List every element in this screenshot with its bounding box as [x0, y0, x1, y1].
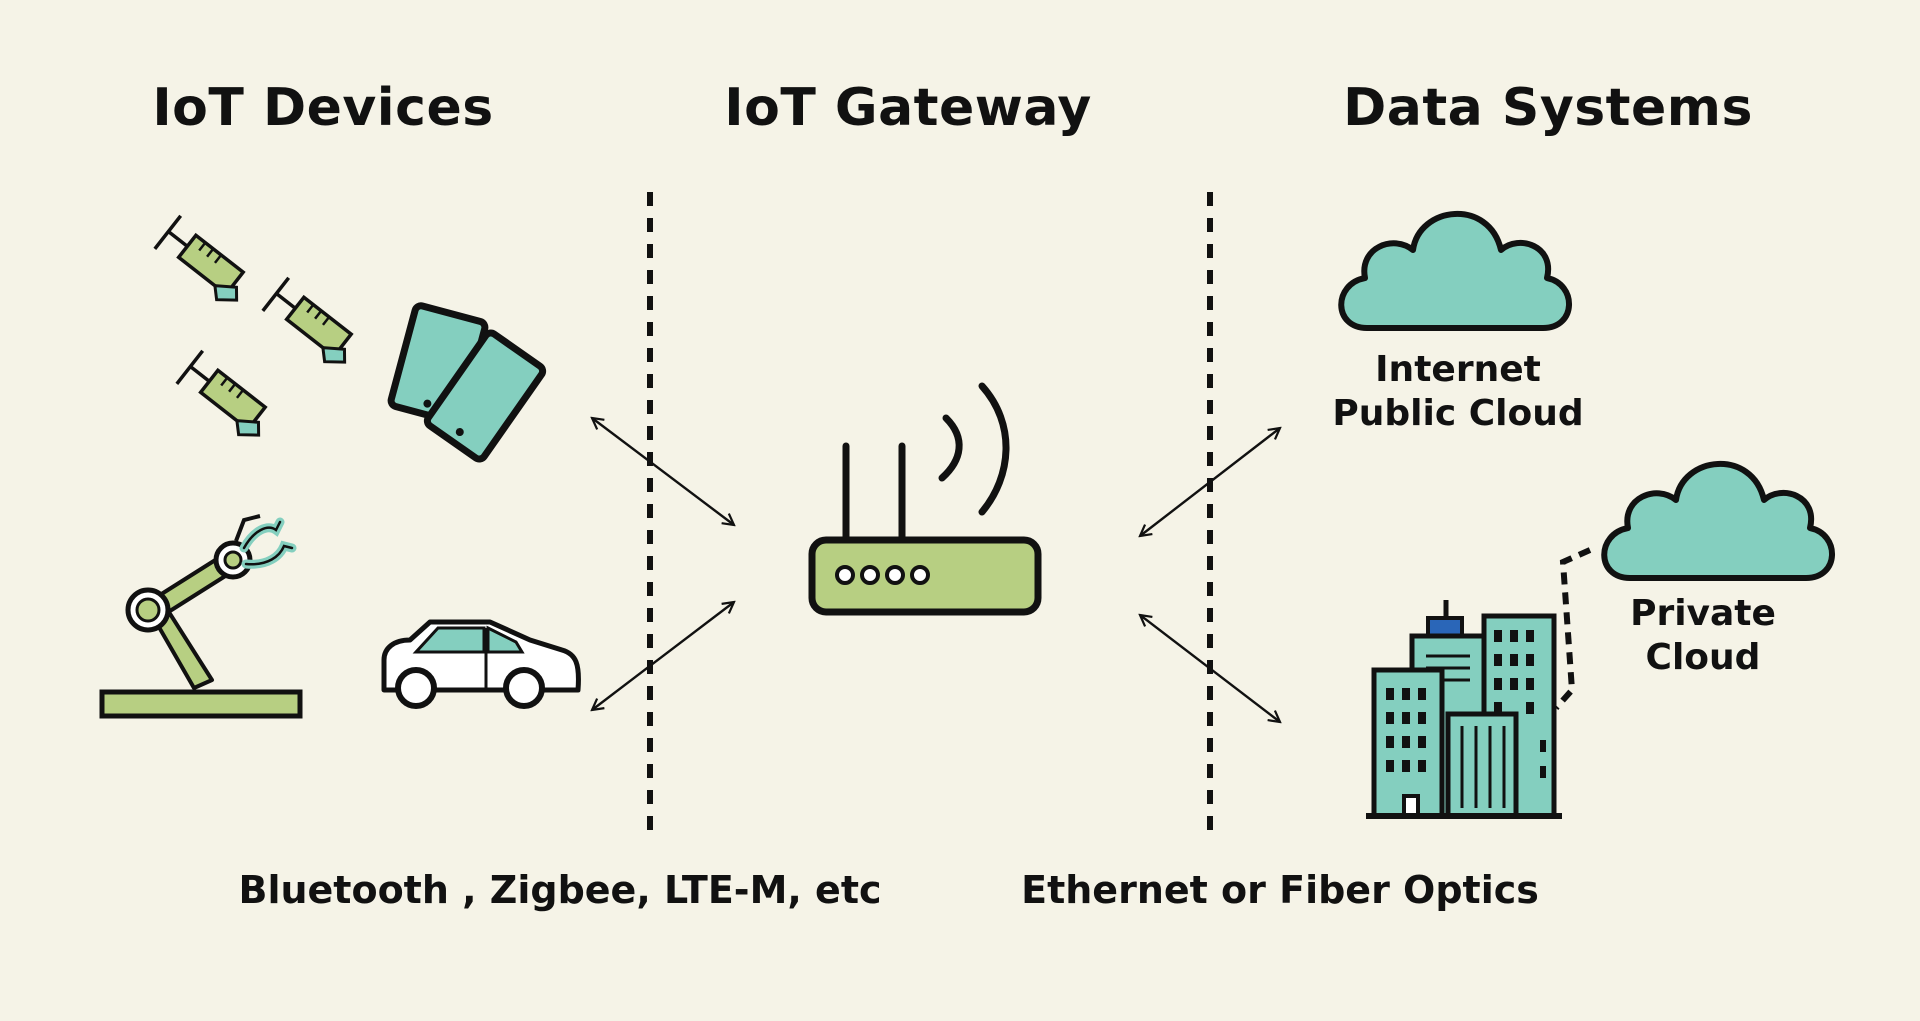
private-cloud-icon [1604, 464, 1832, 578]
private-cloud-label: Private Cloud [1630, 592, 1776, 680]
security-camera-icon [151, 214, 259, 312]
private-cloud-label-line2: Cloud [1645, 637, 1761, 678]
public-cloud-label-line2: Public Cloud [1332, 393, 1584, 434]
smartphone-tablet-icon [387, 302, 547, 463]
heading-iot-devices: IoT Devices [152, 78, 494, 138]
robotic-arm-icon [99, 514, 303, 719]
private-cloud-label-line1: Private [1630, 593, 1776, 634]
heading-data-systems: Data Systems [1343, 78, 1753, 138]
public-cloud-icon [1341, 214, 1569, 328]
backhaul-label: Ethernet or Fiber Optics [1021, 868, 1539, 912]
private-cloud-link [1553, 547, 1592, 710]
heading-iot-gateway: IoT Gateway [724, 78, 1092, 138]
arrow-devices-to-gateway-upper [592, 418, 734, 525]
arrow-devices-to-gateway-lower [592, 602, 734, 710]
security-camera-icon [173, 349, 281, 447]
security-camera-icon [259, 276, 367, 374]
device-protocols-label: Bluetooth , Zigbee, LTE-M, etc [238, 868, 882, 912]
public-cloud-label-line1: Internet [1375, 349, 1541, 390]
car-icon [381, 619, 581, 709]
router-icon [808, 382, 1042, 616]
public-cloud-label: Internet Public Cloud [1332, 348, 1583, 436]
arrow-gateway-to-public-cloud [1140, 428, 1280, 536]
arrow-gateway-to-buildings [1140, 615, 1280, 722]
office-buildings-icon [1366, 600, 1562, 819]
